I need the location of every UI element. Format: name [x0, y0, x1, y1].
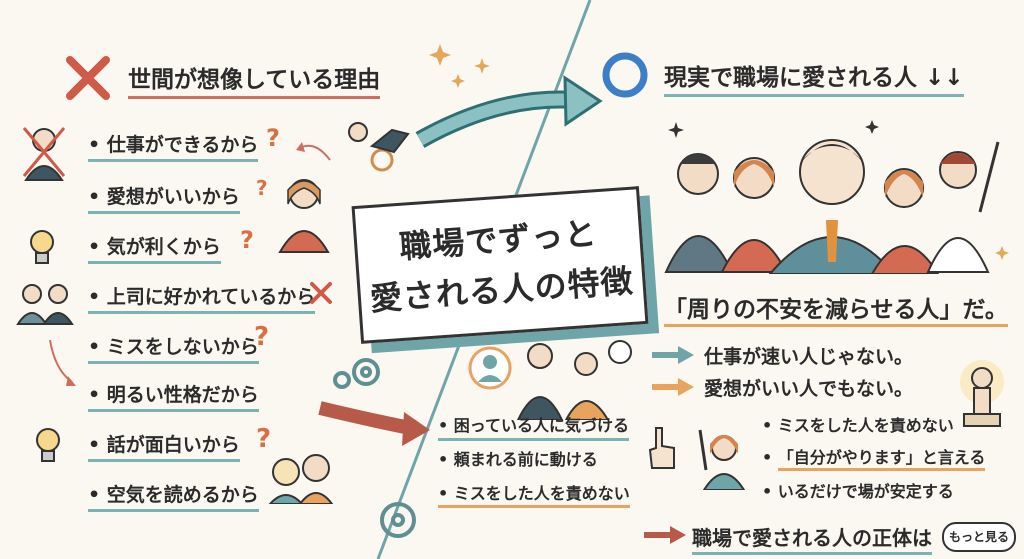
gear-icons — [333, 358, 416, 538]
key-quote: 「周りの不安を減らせる人」だ。 — [664, 290, 1008, 327]
helping-coworkers-illustration — [468, 340, 632, 420]
question-mark: ? — [256, 176, 268, 200]
pointing-hand-icon — [648, 427, 675, 469]
question-mark: ? — [254, 322, 270, 352]
two-people-icon — [16, 284, 74, 325]
list-item: • 話が面白いから — [88, 430, 240, 462]
handshake-icon — [348, 122, 410, 154]
businessman-crossed-icon — [22, 127, 66, 181]
question-mark: ? — [240, 226, 254, 254]
waving-woman-icon — [698, 429, 746, 490]
list-item: • 愛想がいいから — [88, 182, 240, 214]
trait-item-right: • 「自分がやります」と言える — [762, 444, 986, 471]
list-item: • ミスをしないから — [88, 332, 259, 364]
right-header: 現実で職場に愛される人 ↓↓ — [664, 58, 964, 97]
trait-item: • 困っている人に気づける — [438, 412, 629, 441]
list-item: • 明るい性格だから — [88, 380, 259, 412]
trait-item: • ミスをした人を責めない — [438, 480, 630, 508]
question-mark: ? — [266, 124, 280, 152]
trait-item: • 頼まれる前に動ける — [438, 450, 598, 469]
orange-arrow-icon — [652, 378, 694, 396]
not-list-item: 仕事が速い人じゃない。 — [704, 346, 914, 368]
sparkle-icons — [429, 44, 1009, 260]
list-item: • 気が利くから — [88, 232, 221, 264]
teal-arrow-icon — [652, 346, 694, 364]
lightbulb-icon — [36, 428, 60, 462]
red-arrow — [318, 401, 412, 435]
not-list-item: 愛想がいい人でもない。 — [704, 378, 914, 400]
question-mark: ? — [256, 424, 272, 454]
glowing-stamp-icon — [960, 360, 1004, 427]
lightbulb-icon — [30, 230, 54, 264]
red-arrow-icon — [644, 526, 686, 544]
list-item: • 仕事ができるから — [88, 130, 259, 162]
see-more-button[interactable]: もっと見る — [942, 522, 1016, 552]
happy-coworkers-illustration — [664, 120, 1000, 274]
list-item: • 空気を読めるから — [88, 480, 259, 512]
list-item: • 上司に好かれているから — [88, 282, 316, 314]
cross-icon — [66, 56, 110, 100]
thinking-woman-icon — [278, 179, 330, 253]
center-title-box: 職場でずっと 愛される人の特徴 — [351, 186, 649, 344]
trait-item-right: • いるだけで場が安定する — [762, 482, 954, 501]
footer-text: 職場で愛される人の正体は — [692, 522, 932, 555]
left-header: 世間が想像している理由 — [128, 60, 381, 99]
circle-icon — [602, 52, 648, 98]
laughing-people-icon — [268, 454, 334, 504]
trait-item-right: • ミスをした人を責めない — [762, 416, 954, 435]
cross-icon — [310, 282, 332, 304]
